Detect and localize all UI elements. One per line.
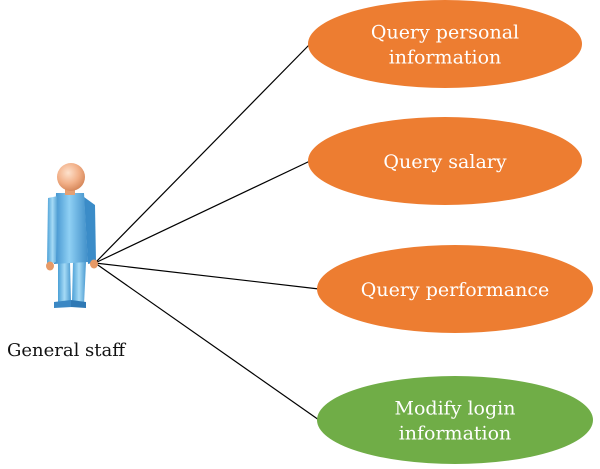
person-icon — [46, 163, 98, 308]
use-case-ellipse — [308, 117, 582, 205]
use-case-ellipse — [317, 376, 593, 464]
connector-line — [94, 262, 320, 421]
use-case-label: Query personal — [371, 22, 519, 44]
use-case-label: Modify login — [395, 398, 516, 420]
use-case-label: Query performance — [361, 279, 549, 301]
use-case: Query salary — [308, 117, 582, 205]
actor-general-staff: General staff — [7, 163, 126, 361]
use-case: Query personal information — [308, 0, 582, 88]
connector-lines — [94, 43, 320, 421]
use-case: Modify login information — [317, 376, 593, 464]
actor-label: General staff — [7, 340, 126, 361]
use-case-label: Query salary — [383, 151, 506, 173]
connector-line — [94, 262, 320, 290]
connector-line — [94, 160, 311, 264]
use-case-ellipse — [308, 0, 582, 88]
use-case-ellipse — [317, 245, 593, 333]
use-case-label: information — [399, 423, 512, 445]
use-case: Query performance — [317, 245, 593, 333]
connector-line — [94, 43, 311, 264]
use-case-label: information — [389, 47, 502, 69]
